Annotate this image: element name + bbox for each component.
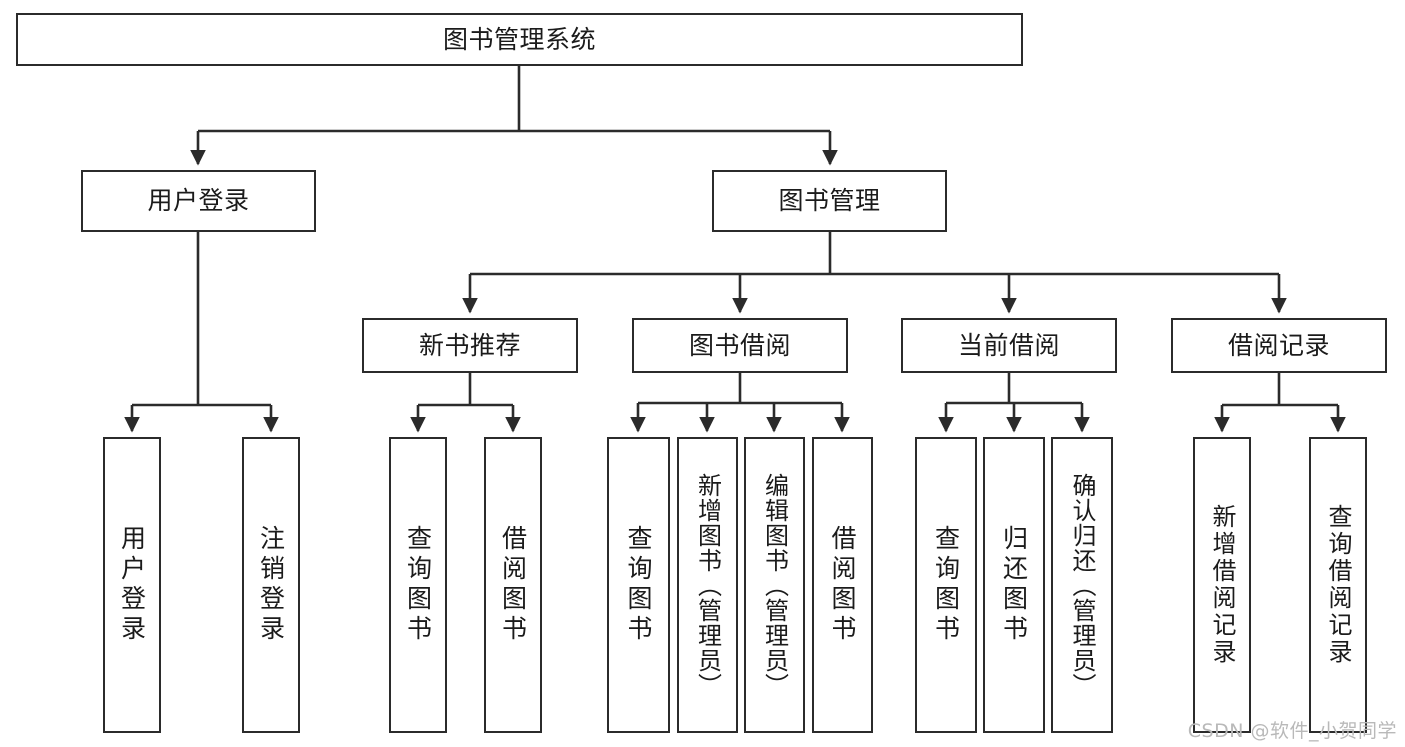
watermark-text: CSDN @软件_小贺同学 <box>1187 720 1397 742</box>
node-book-borrow[interactable]: 图书借阅 <box>632 318 848 373</box>
leaf-current-confirm-return-admin[interactable]: 确认归还（管理员） <box>1051 437 1113 733</box>
node-current-borrow[interactable]: 当前借阅 <box>901 318 1117 373</box>
leaf-current-return-book[interactable]: 归还图书 <box>983 437 1045 733</box>
node-label: 查询图书 <box>624 525 653 645</box>
node-label: 新增图书（管理员） <box>693 472 722 698</box>
leaf-borrow-borrow-book[interactable]: 借阅图书 <box>812 437 873 733</box>
node-label: 查询图书 <box>403 525 433 645</box>
node-root-system[interactable]: 图书管理系统 <box>16 13 1023 66</box>
node-label: 新书推荐 <box>418 330 521 360</box>
node-borrow-record[interactable]: 借阅记录 <box>1171 318 1387 373</box>
leaf-borrow-edit-book-admin[interactable]: 编辑图书（管理员） <box>744 437 805 733</box>
node-label: 查询图书 <box>931 525 961 645</box>
node-label: 借阅记录 <box>1227 330 1330 360</box>
leaf-record-add-record[interactable]: 新增借阅记录 <box>1193 437 1251 733</box>
node-label: 图书借阅 <box>688 330 791 360</box>
leaf-record-query-record[interactable]: 查询借阅记录 <box>1309 437 1367 733</box>
node-label: 新增借阅记录 <box>1208 504 1236 666</box>
node-book-management[interactable]: 图书管理 <box>712 170 947 232</box>
leaf-user-logout[interactable]: 注销登录 <box>242 437 300 733</box>
node-label: 确认归还（管理员） <box>1068 472 1096 698</box>
node-label: 借阅图书 <box>828 525 857 645</box>
node-label: 用户登录 <box>117 525 147 645</box>
node-label: 当前借阅 <box>957 330 1060 360</box>
leaf-borrow-add-book-admin[interactable]: 新增图书（管理员） <box>677 437 738 733</box>
node-label: 归还图书 <box>999 525 1029 645</box>
node-label: 查询借阅记录 <box>1324 504 1352 666</box>
leaf-borrow-query-book[interactable]: 查询图书 <box>607 437 670 733</box>
node-user-login[interactable]: 用户登录 <box>81 170 316 232</box>
node-label: 用户登录 <box>147 186 250 216</box>
leaf-recommend-query-book[interactable]: 查询图书 <box>389 437 447 733</box>
node-label: 图书管理 <box>778 186 881 216</box>
node-label: 借阅图书 <box>498 525 528 645</box>
node-label: 编辑图书（管理员） <box>760 472 789 698</box>
node-new-book-recommend[interactable]: 新书推荐 <box>362 318 578 373</box>
leaf-recommend-borrow-book[interactable]: 借阅图书 <box>484 437 542 733</box>
node-label: 注销登录 <box>256 525 286 645</box>
leaf-current-query-book[interactable]: 查询图书 <box>915 437 977 733</box>
node-label: 图书管理系统 <box>442 24 596 54</box>
leaf-user-login[interactable]: 用户登录 <box>103 437 161 733</box>
